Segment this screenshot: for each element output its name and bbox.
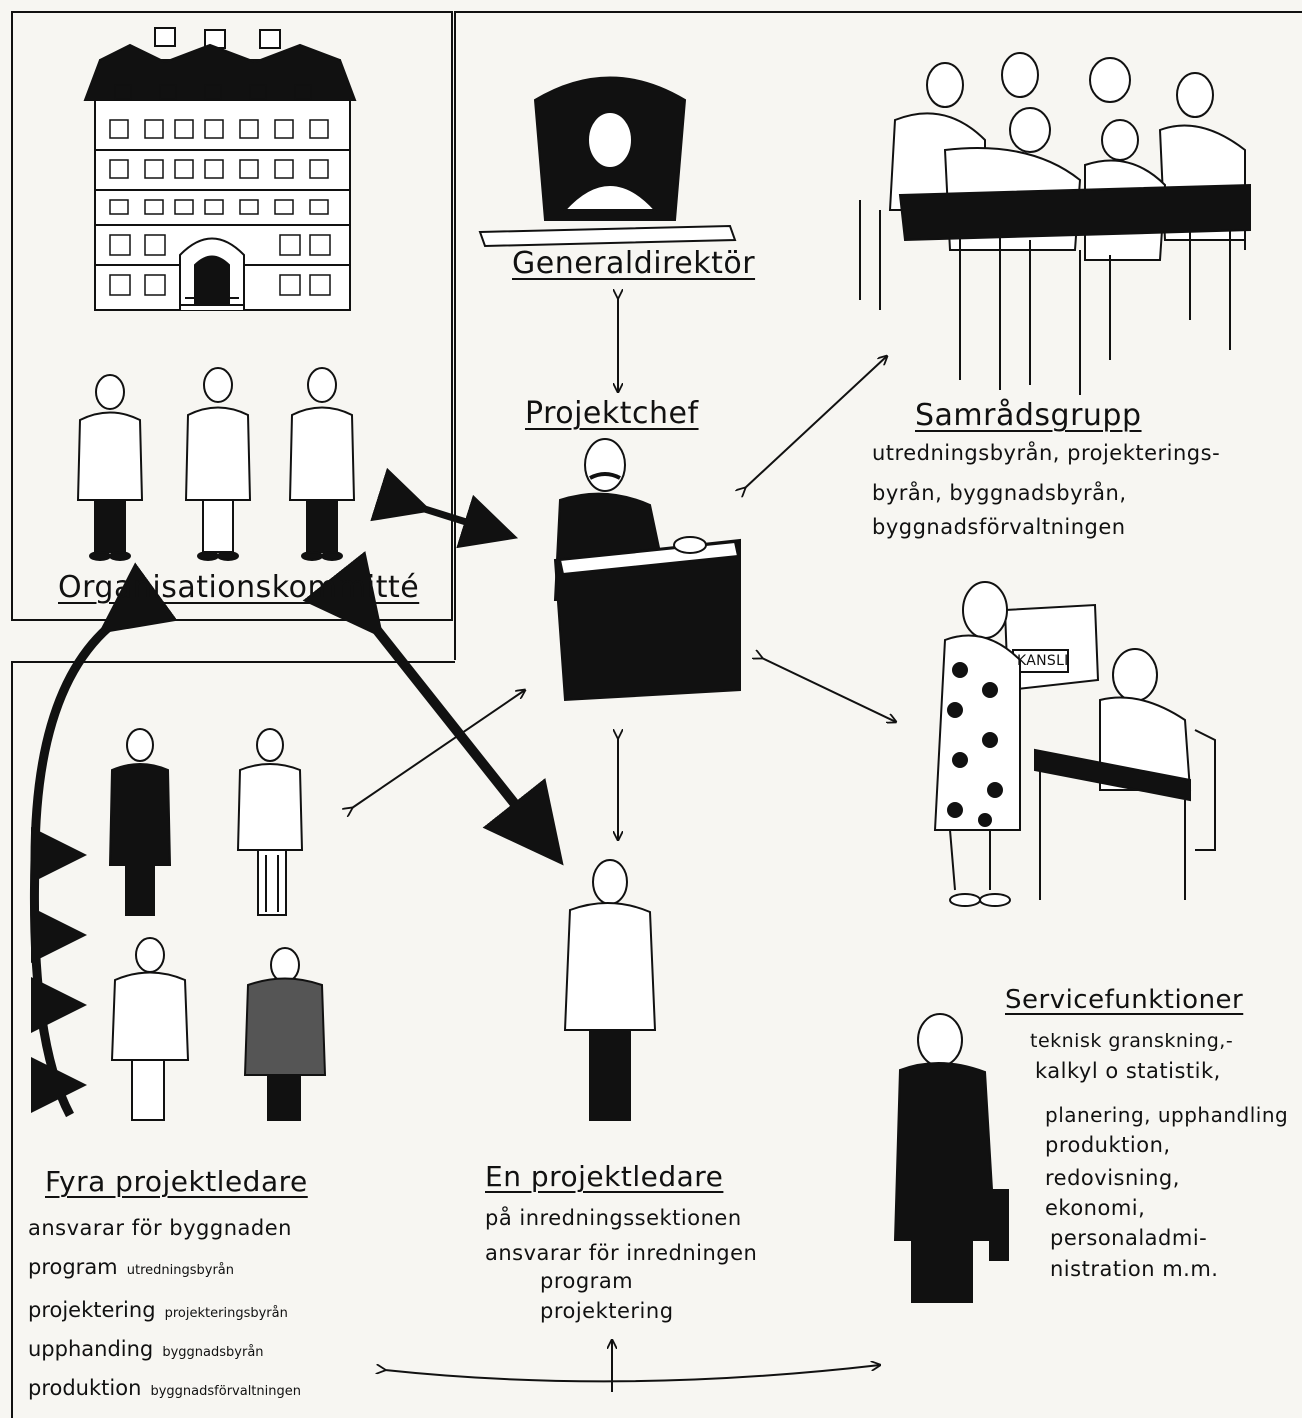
servicefunktioner-line-2: kalkyl o statistik,: [1035, 1059, 1221, 1083]
arrow-chief-committee: [370, 467, 519, 549]
en-projektledare-line-3: program: [540, 1269, 634, 1293]
kansli-illustration: [933, 581, 1216, 907]
arrow-committee-single-leader: [302, 550, 564, 866]
arrow-bottom-spread: [385, 1365, 880, 1383]
samradsgrupp-line-3: byggnadsförvaltningen: [872, 515, 1126, 539]
four-project-leaders-illustration: [108, 728, 327, 1121]
service-person-illustration: [893, 1013, 1009, 1303]
director-illustration: [478, 76, 737, 248]
projektchef-title: Projektchef: [525, 396, 699, 431]
fyra-row-4-main: produktion: [28, 1376, 142, 1400]
project-chief-illustration: [553, 438, 741, 702]
organisationskommitte-title: Organisationskommitté: [58, 570, 420, 605]
servicefunktioner-line-5: redovisning,: [1045, 1166, 1180, 1190]
frame-top-right: [454, 11, 1302, 660]
committee-figures: [76, 367, 356, 561]
fyra-row-2-note: projekteringsbyrån: [164, 1306, 288, 1321]
fyra-row-2: projektering projekteringsbyrån: [28, 1298, 288, 1322]
fyra-row-4: produktion byggnadsförvaltningen: [28, 1376, 301, 1400]
fyra-row-3: upphanding byggnadsbyrån: [28, 1337, 264, 1361]
samradsgrupp-line-1: utredningsbyrån, projekterings-: [872, 441, 1221, 465]
arrow-chief-samradsgrupp: [745, 356, 887, 488]
arrow-chief-kansli: [762, 658, 896, 722]
fyra-row-1: program utredningsbyrån: [28, 1255, 234, 1279]
fyra-row-1-note: utredningsbyrån: [126, 1263, 234, 1278]
generaldirektor-title: Generaldirektör: [512, 246, 756, 281]
frame-top-left: [11, 11, 453, 621]
en-projektledare-line-4: projektering: [540, 1299, 674, 1323]
servicefunktioner-title: Servicefunktioner: [1005, 985, 1244, 1015]
en-projektledare-line-1: på inredningssektionen: [485, 1206, 742, 1230]
government-building-illustration: [83, 27, 357, 311]
single-project-leader-illustration: [563, 859, 657, 1121]
fyra-row-3-note: byggnadsbyrån: [162, 1345, 264, 1360]
connection-arrows: [29, 298, 896, 1392]
servicefunktioner-line-1: teknisk granskning,-: [1030, 1030, 1234, 1052]
en-projektledare-title: En projektledare: [485, 1160, 724, 1193]
fyra-projektledare-line-1: ansvarar för byggnaden: [28, 1216, 292, 1240]
fyra-row-3-main: upphanding: [28, 1337, 154, 1361]
servicefunktioner-line-4: produktion,: [1045, 1133, 1171, 1157]
fyra-row-4-note: byggnadsförvaltningen: [150, 1384, 301, 1399]
servicefunktioner-line-6: ekonomi,: [1045, 1196, 1146, 1220]
samradsgrupp-line-2: byrån, byggnadsbyrån,: [872, 481, 1127, 505]
fyra-row-1-main: program: [28, 1255, 118, 1279]
servicefunktioner-line-3: planering, upphandling: [1045, 1103, 1289, 1127]
fyra-projektledare-title: Fyra projektledare: [45, 1165, 308, 1198]
samradsgrupp-title: Samrådsgrupp: [915, 398, 1142, 433]
servicefunktioner-line-8: nistration m.m.: [1050, 1257, 1219, 1281]
servicefunktioner-line-7: personaladmi-: [1050, 1226, 1208, 1250]
meeting-group-illustration: [859, 52, 1251, 395]
kansli-sign: KANSLI: [1017, 653, 1069, 669]
fyra-row-2-main: projektering: [28, 1298, 156, 1322]
en-projektledare-line-2: ansvarar för inredningen: [485, 1241, 758, 1265]
arrow-committee-four-leaders-bracket: [29, 562, 178, 1118]
